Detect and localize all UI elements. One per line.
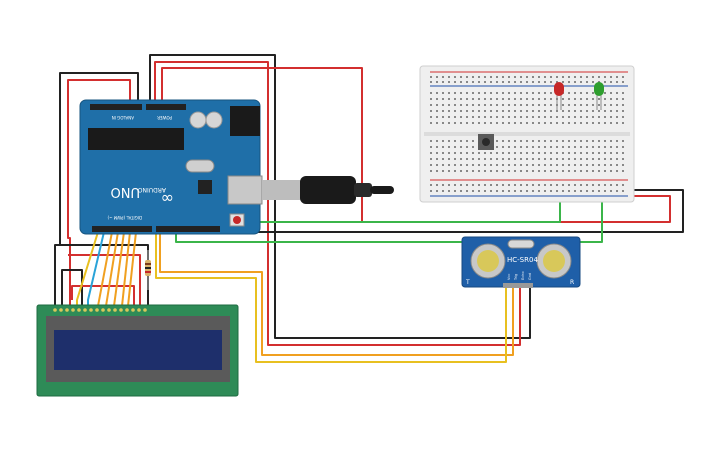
svg-text:Gnd: Gnd	[528, 273, 532, 280]
power-header-label: POWER	[157, 115, 172, 120]
wire-orange-lcd-4	[121, 231, 131, 307]
lcd-display[interactable]	[36, 304, 239, 397]
usb-cable	[262, 176, 394, 204]
wire-red-left	[67, 79, 131, 306]
wire-yellow-lcd	[76, 231, 99, 306]
bottom-header-left	[92, 226, 152, 232]
analog-header-label: ANALOG IN	[112, 115, 134, 120]
led-green[interactable]	[594, 82, 604, 110]
digital-header-label: DIGITAL (PWM ~)	[107, 215, 142, 220]
breadboard[interactable]	[419, 65, 635, 203]
wire-black-bottom	[183, 189, 684, 233]
usb-port[interactable]	[227, 175, 263, 205]
wire-black-lcd-1	[61, 269, 83, 306]
power-jack	[230, 106, 260, 136]
lcd-screen	[54, 330, 222, 370]
wire-yellow-echo	[155, 232, 507, 363]
led-red[interactable]	[554, 82, 564, 110]
sensor-right-mark: R	[570, 279, 574, 286]
arduino-brand-label: UNO	[111, 184, 140, 199]
lcd-pins	[53, 308, 147, 312]
arduino-infinity-icon: ∞	[161, 189, 174, 208]
wire-orange-trig	[159, 232, 514, 356]
breadboard-holes	[430, 76, 624, 192]
top-header-left	[90, 104, 142, 110]
wire-orange-lcd-1	[97, 231, 113, 307]
capacitor-2	[205, 111, 223, 129]
wire-orange-lcd-2	[105, 231, 119, 307]
bottom-header-right	[156, 226, 220, 232]
wire-black-left-loop	[54, 72, 139, 306]
svg-text:Trig: Trig	[514, 274, 518, 281]
top-header-right	[146, 104, 186, 110]
sensor-crystal	[507, 239, 535, 249]
sensor-pins	[503, 283, 533, 288]
wires	[54, 54, 684, 363]
usb-chip	[198, 180, 212, 194]
sensor-left-mark: T	[465, 279, 470, 286]
ultrasonic-sensor[interactable]: HC-SR04 T R Vcc Trig Echo Gnd	[461, 236, 581, 288]
sensor-model-label: HC-SR04	[507, 256, 538, 264]
wire-orange-lcd-3	[113, 231, 125, 307]
sensor-pin-labels: Vcc Trig Echo Gnd	[507, 272, 532, 282]
wire-red-top-5v	[154, 61, 521, 346]
wire-red-lcd-1	[68, 254, 141, 306]
svg-text:Vcc: Vcc	[507, 274, 511, 280]
wire-orange-lcd-5	[127, 231, 137, 307]
resistor	[145, 250, 151, 290]
svg-text:Echo: Echo	[521, 272, 525, 281]
wire-blue-lcd	[87, 231, 105, 306]
arduino-uno-board[interactable]: ARDUINO ∞ UNO POWER ANALOG IN DIGITAL (P…	[79, 99, 263, 235]
capacitor-1	[189, 111, 207, 129]
atmega-chip	[88, 128, 184, 150]
wire-red-lcd-2	[71, 285, 135, 306]
crystal	[185, 159, 215, 173]
arduino-logo-text: ARDUINO	[137, 186, 166, 193]
